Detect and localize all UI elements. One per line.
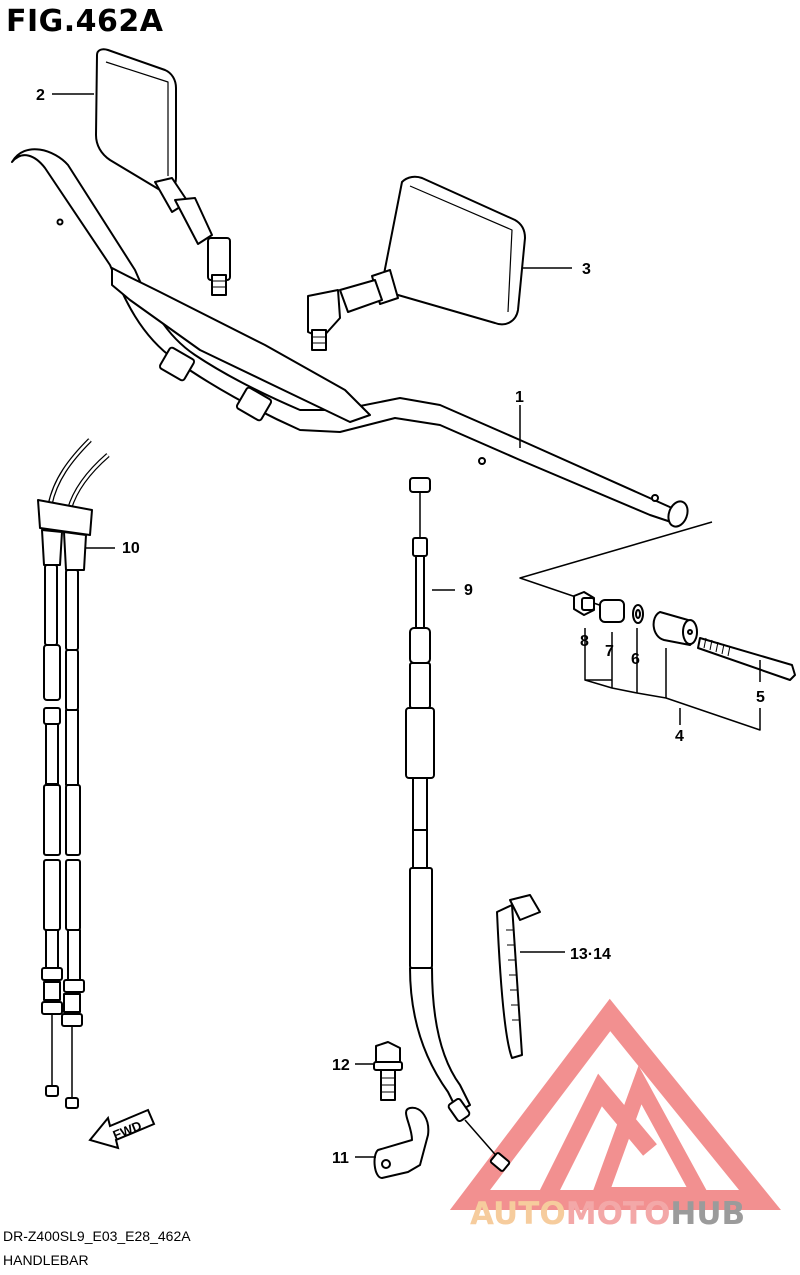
cable-tie-part bbox=[496, 894, 565, 1059]
fwd-arrow: FWD bbox=[88, 1108, 156, 1150]
watermark-auto: AUTO bbox=[470, 1196, 566, 1232]
throttle-cables-part bbox=[37, 438, 115, 1109]
callout-10: 10 bbox=[122, 540, 140, 557]
callout-2: 2 bbox=[36, 87, 45, 104]
callout-4: 4 bbox=[675, 728, 684, 745]
callout-13-14: 13·14 bbox=[570, 946, 611, 963]
svg-text:AUTOMOTOHUB: AUTOMOTOHUB bbox=[470, 1196, 745, 1232]
callout-7: 7 bbox=[605, 643, 614, 660]
clutch-cable-part bbox=[405, 477, 511, 1172]
callout-8: 8 bbox=[580, 633, 589, 650]
callout-6: 6 bbox=[631, 651, 640, 668]
callout-1: 1 bbox=[515, 389, 524, 406]
section-name: HANDLEBAR bbox=[3, 1252, 89, 1268]
callout-9: 9 bbox=[464, 582, 473, 599]
callout-3: 3 bbox=[582, 261, 591, 278]
bar-end-parts bbox=[519, 521, 796, 731]
right-mirror-part bbox=[307, 175, 526, 351]
watermark-logo: AUTOMOTOHUB bbox=[449, 998, 781, 1232]
watermark-moto: MOTO bbox=[566, 1196, 671, 1232]
figure-title: FIG.462A bbox=[6, 4, 164, 39]
callout-labels: 1 2 3 4 5 6 7 8 9 10 11 12 13·14 bbox=[36, 87, 765, 1167]
callout-12: 12 bbox=[332, 1057, 350, 1074]
clamp-part bbox=[355, 1106, 430, 1179]
model-code: DR-Z400SL9_E03_E28_462A bbox=[3, 1228, 191, 1244]
fwd-label: FWD bbox=[111, 1118, 144, 1143]
callout-11: 11 bbox=[332, 1150, 349, 1167]
handlebar-part bbox=[11, 148, 689, 528]
bolt-part bbox=[355, 1041, 403, 1101]
watermark-hub: HUB bbox=[670, 1196, 745, 1232]
leader-lines bbox=[52, 93, 572, 448]
left-mirror-part bbox=[95, 48, 231, 296]
callout-5: 5 bbox=[756, 689, 765, 706]
